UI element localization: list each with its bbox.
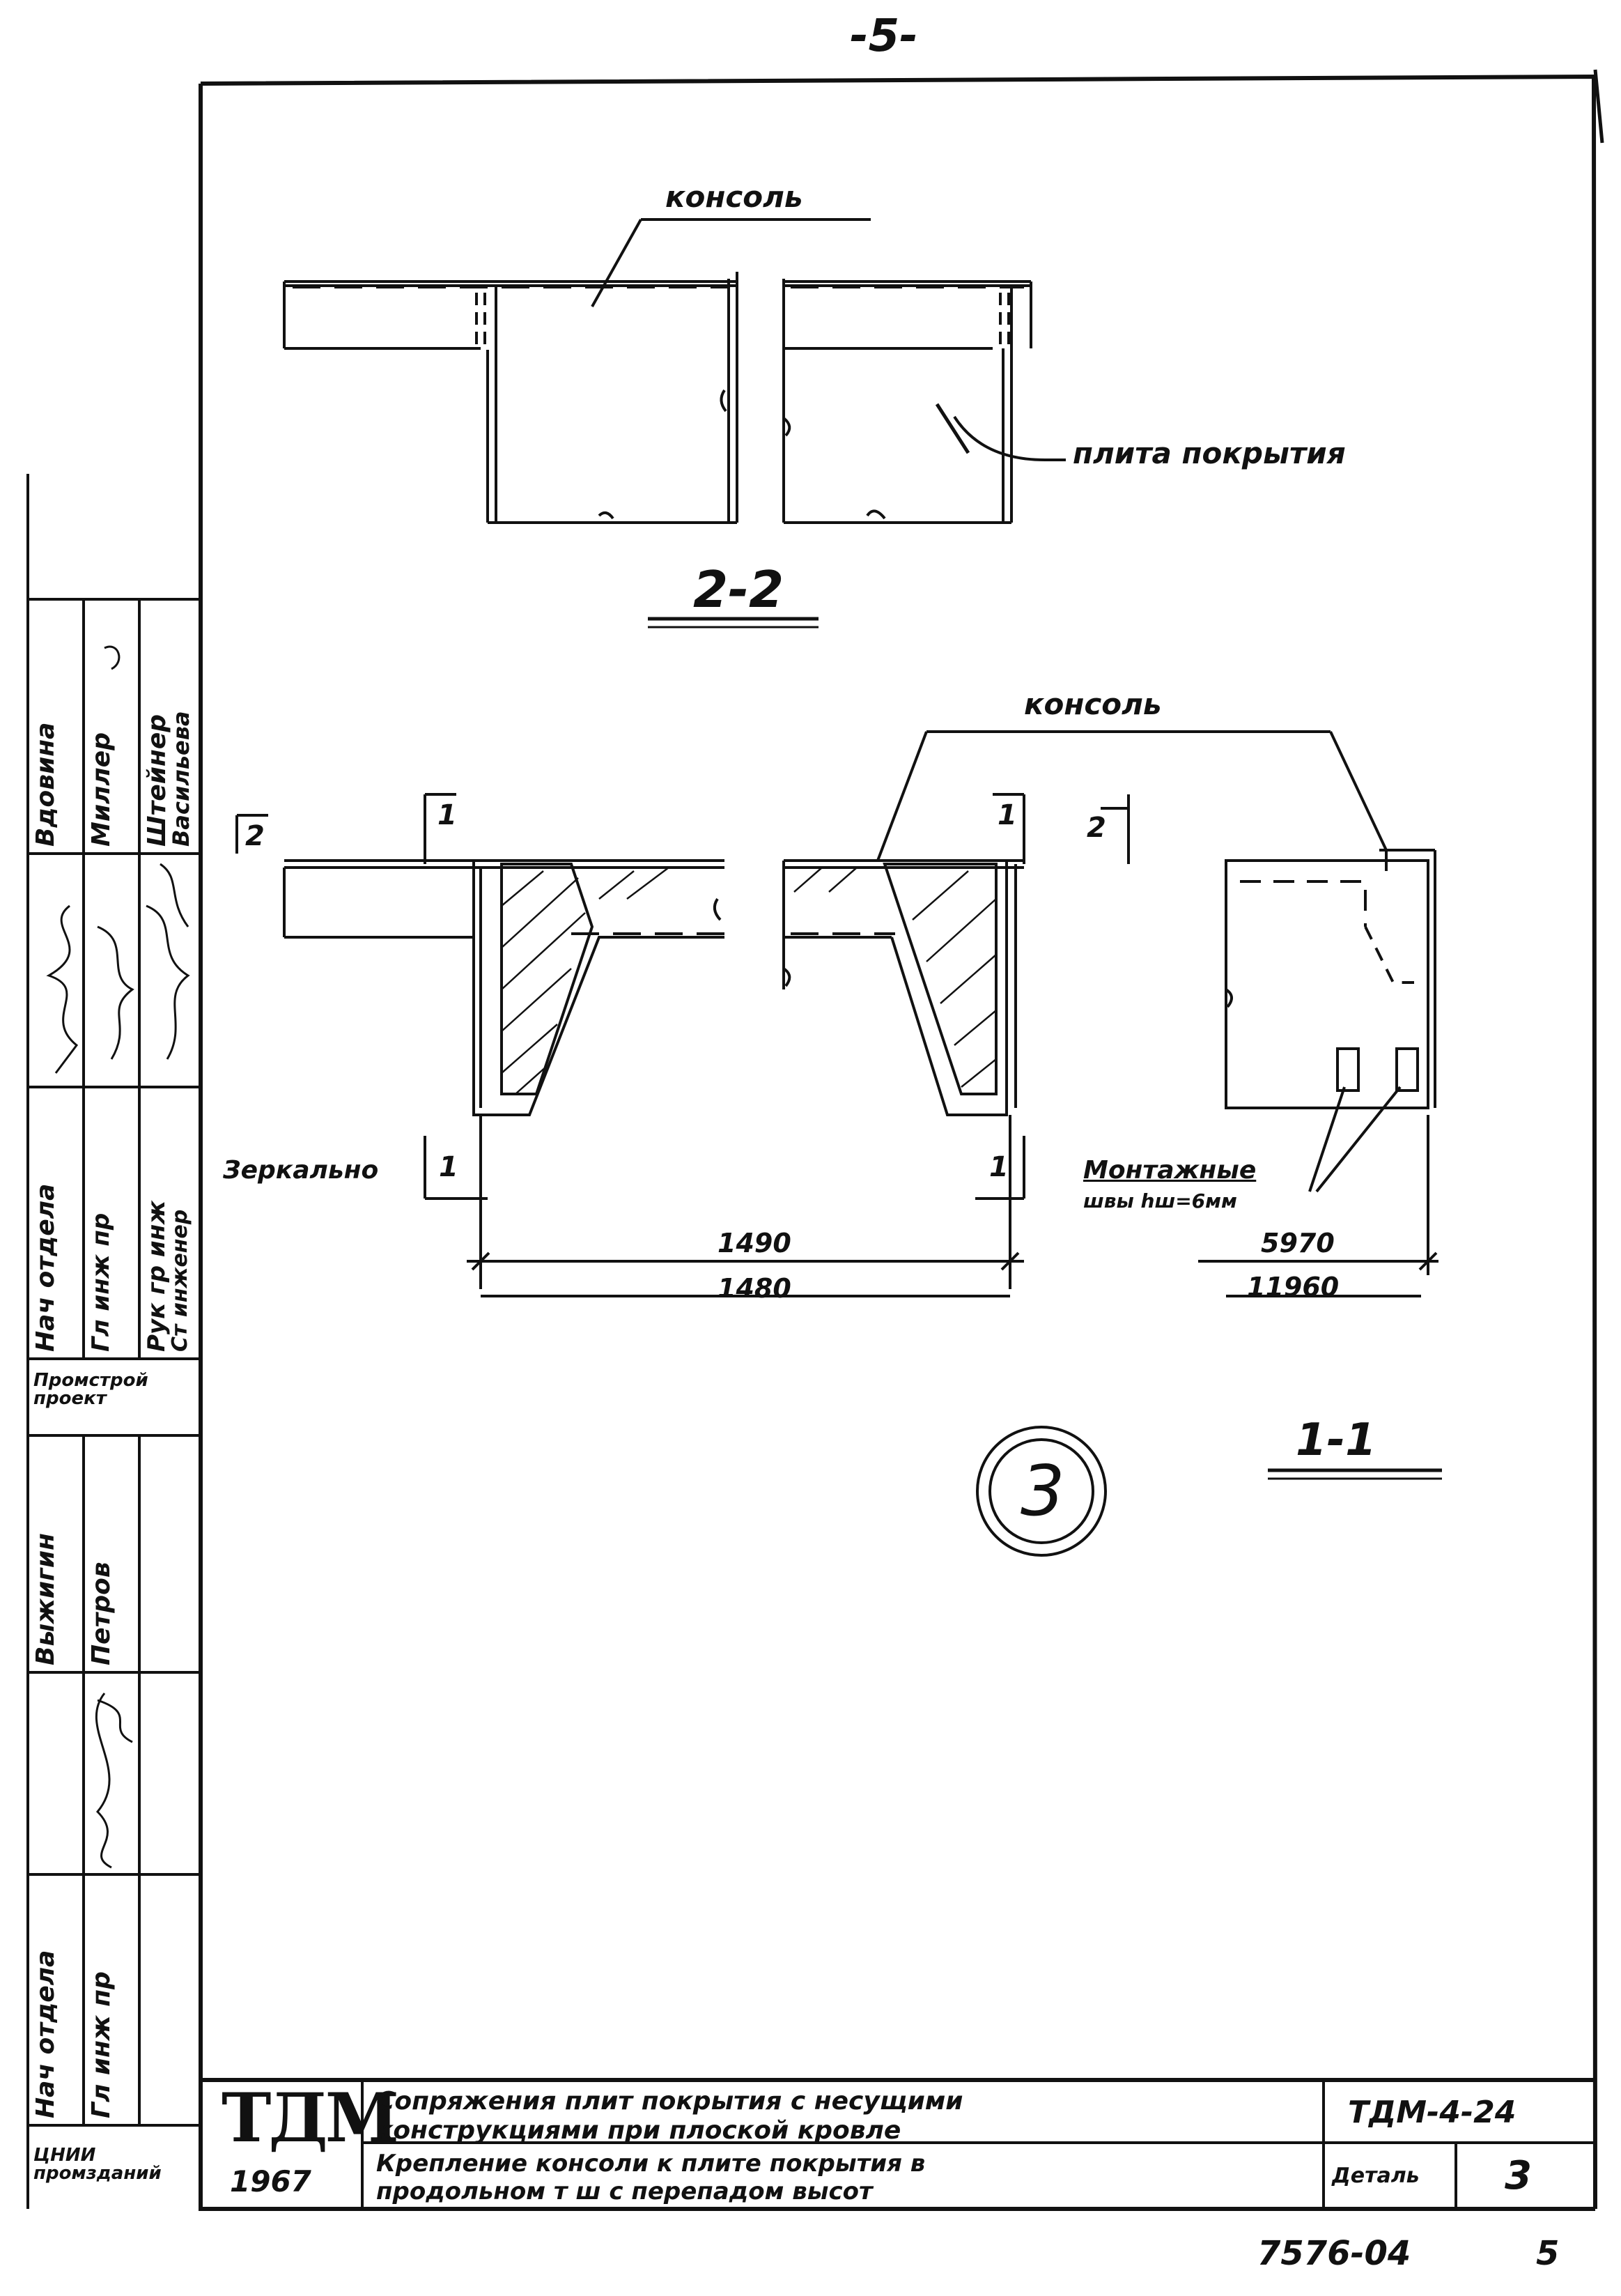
label-zerkalno: Зеркально <box>223 1156 379 1185</box>
stamp2-position-2: Гл инж пр <box>87 1971 116 2118</box>
stamp-position-2: Гл инж пр <box>87 1212 115 1352</box>
stamp2-name-2: Петров <box>87 1562 116 1665</box>
dimension-11960: 11960 <box>1247 1272 1340 1302</box>
dimension-5970: 5970 <box>1261 1228 1335 1258</box>
section-label-1-1: 1-1 <box>1296 1415 1376 1466</box>
stamp-position-4: Ст инженер <box>168 1209 192 1352</box>
stamp2-name-1: Выжигин <box>31 1533 60 1665</box>
title-block-year: 1967 <box>230 2164 311 2198</box>
label-konsol-top: консоль <box>665 180 803 214</box>
detail-label: Деталь <box>1332 2164 1420 2188</box>
series-code: ТДМ-4-24 <box>1348 2095 1517 2130</box>
stamp-org: Промстрой проект <box>33 1370 148 1409</box>
label-montazhnye: Монтажные <box>1083 1156 1257 1185</box>
stamp-name-2: Миллер <box>87 732 116 847</box>
title-line-2: конструкциями при плоской кровле <box>376 2116 901 2145</box>
section-mark-1-right: 1 <box>998 799 1017 831</box>
footer-code: 7576-04 <box>1257 2234 1411 2273</box>
detail-circle-outer <box>976 1426 1107 1557</box>
stamp2-org: ЦНИИ промзданий <box>33 2145 162 2184</box>
stamp-name-4: Васильева <box>168 711 194 847</box>
label-konsol-mid: консоль <box>1024 687 1162 721</box>
detail-number: 3 <box>1505 2153 1532 2198</box>
dimension-1480: 1480 <box>718 1273 791 1304</box>
stamp-name-1: Вдовина <box>31 722 60 847</box>
stamp-position-3: Рук гр инж <box>143 1200 171 1352</box>
section-label-2-2: 2-2 <box>693 560 784 619</box>
page-number-top: -5- <box>850 10 918 62</box>
detail-number-in-circle: 3 <box>1021 1450 1065 1532</box>
section-mark-1-bottom-right: 1 <box>989 1151 1009 1183</box>
stamp-name-3: Штейнер <box>143 714 171 847</box>
title-line-1: Сопряжения плит покрытия с несущими <box>376 2087 963 2116</box>
subtitle-line-1: Крепление консоли к плите покрытия в <box>376 2150 926 2178</box>
footer-sheet: 5 <box>1536 2234 1560 2273</box>
subtitle-line-2: продольном т ш с перепадом высот <box>376 2178 873 2205</box>
section-mark-2-left: 2 <box>245 820 265 852</box>
frame-border <box>199 74 1597 2211</box>
label-plita-pokrytiya: плита покрытия <box>1073 436 1346 470</box>
section-1-1-drawing <box>235 730 1442 1480</box>
section-2-2-drawing <box>283 218 1066 629</box>
detail-circle-inner <box>988 1438 1094 1544</box>
title-block-logo: ТДМ <box>222 2079 399 2157</box>
label-shvy: швы hш=6мм <box>1083 1189 1237 1212</box>
side-stamp-lines <box>26 474 201 2209</box>
stamp2-position-1: Нач отдела <box>31 1950 60 2118</box>
section-mark-2-right: 2 <box>1087 812 1106 844</box>
section-mark-1-left: 1 <box>437 799 457 831</box>
dimension-1490: 1490 <box>718 1228 791 1258</box>
title-block-lines <box>201 2078 1595 2209</box>
stamp-position-1: Нач отдела <box>31 1183 60 1352</box>
section-mark-1-bottom-left: 1 <box>439 1151 458 1183</box>
signatures <box>46 645 190 1869</box>
